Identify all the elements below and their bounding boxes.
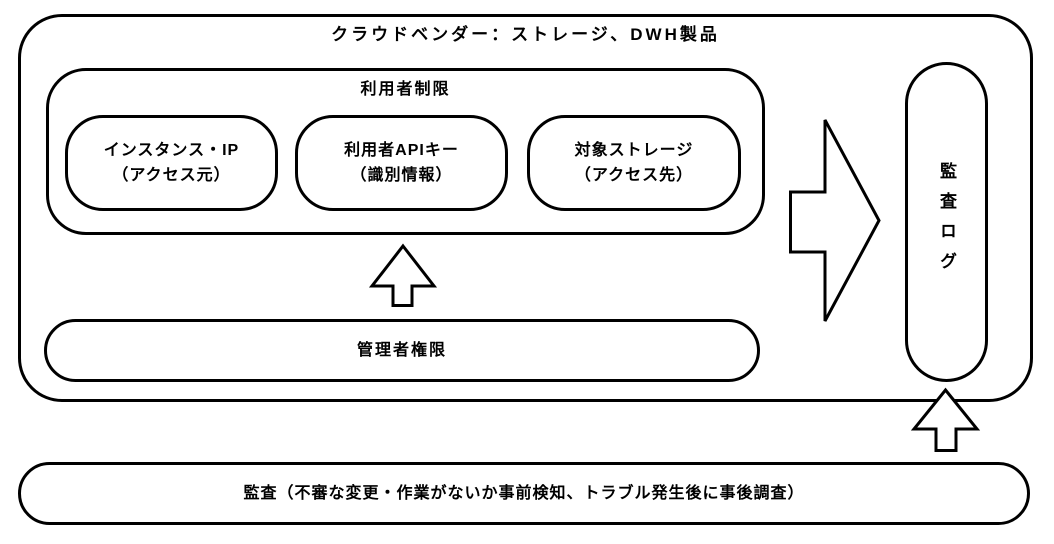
pill-target-storage-line1: 対象ストレージ [574,142,694,159]
pill-target-storage-line2: （アクセス先） [574,167,694,184]
pill-user-api-key-line2: （識別情報） [350,167,453,184]
pill-user-api-key-line1: 利用者APIキー [344,142,459,159]
audit-log-label: 監査ログ [937,162,956,282]
user-restriction-title: 利用者制限 [360,81,451,98]
pill-instance-ip-line1: インスタンス・IP [103,142,240,159]
cloud-vendor-title: クラウドベンダー：ストレージ、DWH製品 [331,25,720,44]
block-arrow-right-icon [789,119,881,322]
admin-permission-box: 管理者権限 [44,319,760,382]
audit-label: 監査（不審な変更・作業がないか事前検知、トラブル発生後に事後調査） [243,485,805,502]
pill-instance-ip: インスタンス・IP （アクセス元） [65,115,278,211]
pill-target-storage: 対象ストレージ （アクセス先） [527,115,741,211]
pill-instance-ip-line2: （アクセス元） [112,167,231,184]
block-arrow-up-audit-icon [910,387,981,452]
pill-user-api-key: 利用者APIキー （識別情報） [295,115,508,211]
admin-permission-label: 管理者権限 [356,342,447,359]
audit-log-box: 監査ログ [905,62,988,382]
block-arrow-up-icon [368,243,438,307]
audit-box: 監査（不審な変更・作業がないか事前検知、トラブル発生後に事後調査） [18,462,1030,525]
